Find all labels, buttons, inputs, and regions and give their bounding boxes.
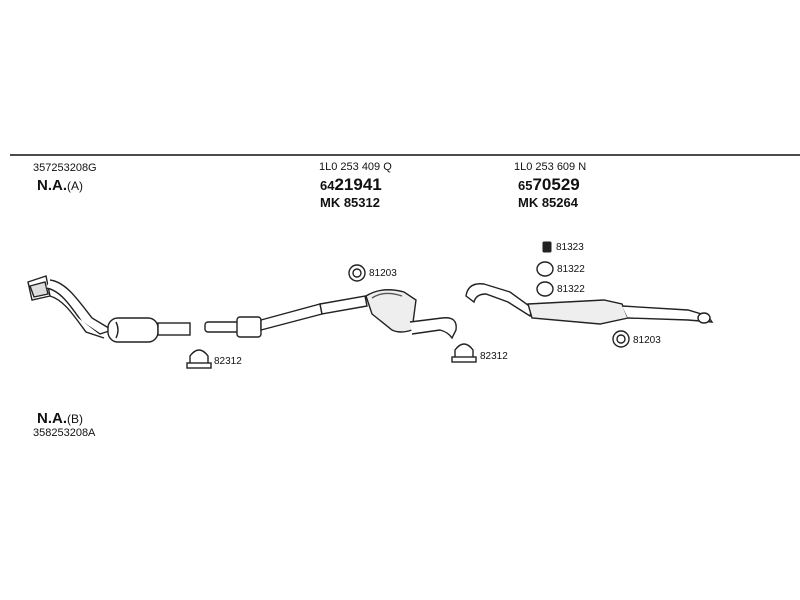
ring-rear-1-shape <box>536 261 554 277</box>
middle-prefix: 64 <box>320 178 335 193</box>
part-a-suffix: (A) <box>67 179 83 193</box>
ring-rear-shape <box>612 330 630 348</box>
middle-muffler-body <box>365 289 457 340</box>
ref-ring-middle: 81203 <box>369 268 397 279</box>
part-a-label-text: N.A. <box>37 177 67 194</box>
clamp-left-shape <box>186 349 212 369</box>
middle-part-number: 6421941 <box>320 176 382 194</box>
front-pipe-assembly <box>27 275 191 343</box>
rear-oe-number: 1L0 253 609 N <box>514 161 587 173</box>
middle-mk: MK 85312 <box>320 195 380 210</box>
middle-pipe-assembly <box>204 295 368 338</box>
ref-clamp-left: 82312 <box>214 356 242 367</box>
part-b-code: 358253208A <box>33 427 96 439</box>
ref-ring-rear: 81203 <box>633 335 661 346</box>
part-a-label: N.A.(A) <box>37 178 83 193</box>
hanger-top-shape <box>542 241 552 253</box>
middle-number: 21941 <box>334 175 382 194</box>
ref-hanger-top: 81323 <box>556 242 584 253</box>
rear-number: 70529 <box>532 175 580 194</box>
part-b-label: N.A.(B) <box>37 411 83 426</box>
ref-ring-rear-1: 81322 <box>557 264 585 275</box>
rear-part-number: 6570529 <box>518 176 580 194</box>
part-b-label-text: N.A. <box>37 410 67 427</box>
part-a-code: 357253208G <box>33 162 97 174</box>
ref-clamp-middle: 82312 <box>480 351 508 362</box>
ring-rear-2-shape <box>536 281 554 297</box>
rear-mk: MK 85264 <box>518 195 578 210</box>
rear-muffler-body <box>465 283 714 325</box>
clamp-middle-shape <box>451 343 477 363</box>
ring-middle-shape <box>348 264 366 282</box>
ref-ring-rear-2: 81322 <box>557 284 585 295</box>
rear-prefix: 65 <box>518 178 533 193</box>
middle-oe-number: 1L0 253 409 Q <box>319 161 392 173</box>
part-b-suffix: (B) <box>67 412 83 426</box>
